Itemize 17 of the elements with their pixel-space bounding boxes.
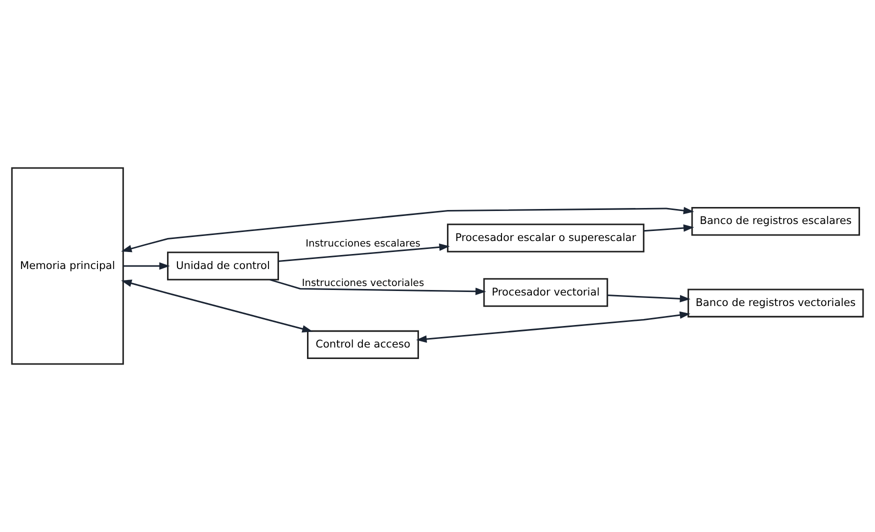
arrow	[121, 280, 313, 332]
node-box: Unidad de control	[167, 252, 279, 280]
arrow	[121, 206, 694, 252]
arrow	[644, 224, 694, 232]
arrow	[416, 311, 690, 343]
arrow	[123, 262, 170, 270]
node-box: Memoria principal	[11, 167, 124, 365]
node-box: Control de acceso	[307, 330, 419, 360]
edge-label: Instrucciones escalares	[306, 238, 420, 250]
arrow	[270, 278, 486, 296]
node-box: Procesador vectorial	[483, 278, 608, 307]
node-box: Procesador escalar o superescalar	[446, 224, 644, 252]
arrow	[278, 244, 450, 262]
node-box: Banco de registros vectoriales	[688, 288, 864, 318]
edge-label: Instrucciones vectoriales	[302, 278, 424, 289]
node-box: Banco de registros escalares	[691, 206, 860, 236]
arrow	[607, 294, 690, 302]
